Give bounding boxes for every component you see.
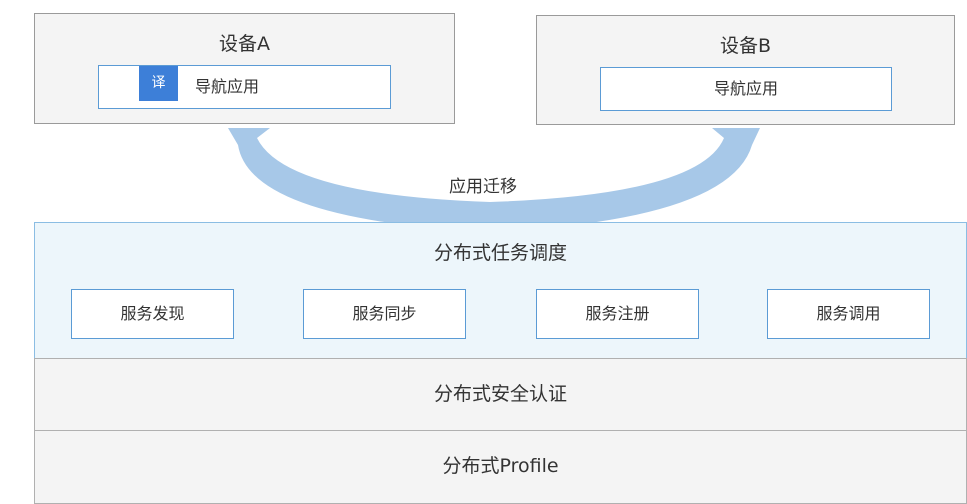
- security-auth-layer: 分布式安全认证: [34, 358, 967, 431]
- service-register-box[interactable]: 服务注册: [536, 289, 699, 339]
- security-auth-label: 分布式安全认证: [433, 383, 567, 405]
- profile-label: 分布式Profile: [442, 455, 559, 477]
- migration-label: 应用迁移: [449, 177, 517, 197]
- translate-icon[interactable]: 译: [139, 66, 178, 101]
- profile-layer: 分布式Profile: [34, 430, 967, 504]
- device-a-app-label: 导航应用: [195, 77, 260, 96]
- device-b-title: 设备B: [719, 35, 772, 57]
- device-a-title: 设备A: [219, 33, 270, 55]
- service-sync-box[interactable]: 服务同步: [303, 289, 466, 339]
- device-a-nav-app[interactable]: 译 导航应用: [98, 65, 391, 109]
- device-b-box: 设备B 导航应用: [536, 15, 955, 125]
- task-scheduling-box: 分布式任务调度 服务发现 服务同步 服务注册 服务调用: [34, 222, 967, 359]
- service-discovery-box[interactable]: 服务发现: [71, 289, 234, 339]
- device-b-nav-app[interactable]: 导航应用: [600, 67, 892, 111]
- service-invoke-box[interactable]: 服务调用: [767, 289, 930, 339]
- task-scheduling-title: 分布式任务调度: [433, 242, 567, 264]
- device-b-app-label: 导航应用: [713, 79, 778, 98]
- device-a-box: 设备A 译 导航应用: [34, 13, 455, 124]
